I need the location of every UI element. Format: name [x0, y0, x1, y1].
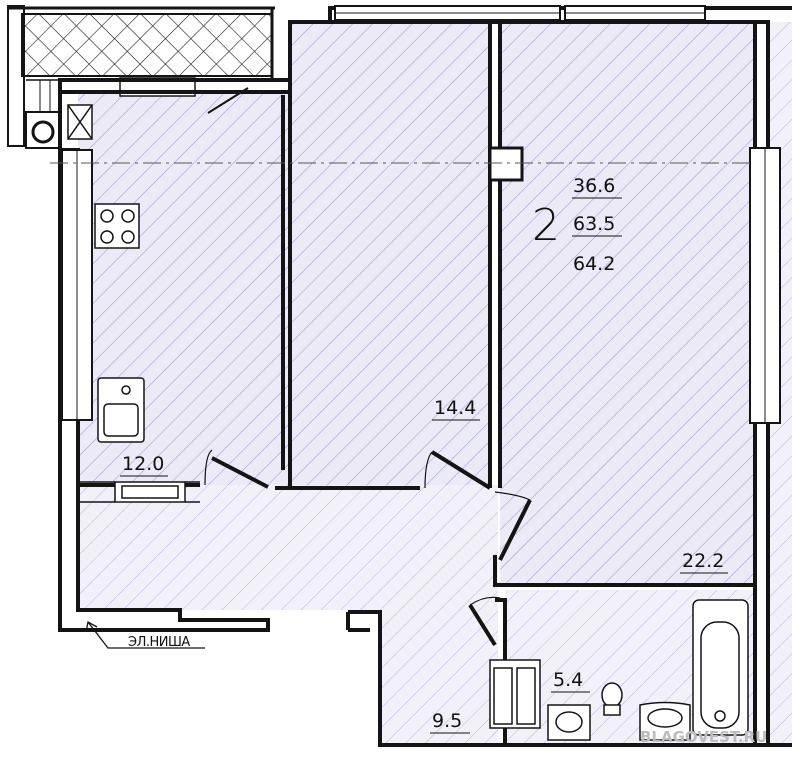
walls	[58, 6, 792, 747]
kitchen-area-label: 12.0	[122, 453, 164, 475]
windows	[61, 5, 781, 424]
watermark: BLAGOVEST.RU	[640, 728, 767, 746]
balcony-cross-hatch	[21, 13, 273, 77]
vent-icon	[67, 104, 93, 140]
apartment-number: 2	[532, 200, 560, 251]
room-large-left-lower	[493, 555, 755, 587]
doors	[204, 449, 532, 647]
room-small-area-label: 14.4	[434, 397, 476, 419]
hall-lower-fill	[380, 585, 498, 745]
kitchen-door	[211, 456, 269, 489]
total-with-balcony-label: 64.2	[573, 253, 615, 275]
sink-icon	[97, 377, 145, 443]
balcony-rail-left	[7, 5, 25, 147]
radiator-icon	[78, 481, 200, 503]
niche-label: ЭЛ.НИША	[128, 635, 190, 650]
hall-area-label: 9.5	[432, 710, 462, 732]
room-small-fill	[290, 22, 490, 488]
column	[488, 146, 524, 182]
niche-arrow	[85, 620, 205, 649]
washbasin-icon	[639, 701, 691, 741]
total-area-label: 63.5	[573, 213, 615, 235]
room-large-door	[498, 499, 532, 561]
bathtub-icon	[692, 599, 749, 736]
toilet-icon	[547, 704, 591, 741]
washing-machine-icon	[489, 659, 541, 729]
room-large-fill	[500, 22, 755, 585]
boiler-icon	[31, 120, 55, 144]
bath-door	[468, 603, 497, 647]
room-large-area-label: 22.2	[682, 550, 724, 572]
living-area-label: 36.6	[573, 175, 615, 197]
room-small-door	[430, 450, 492, 490]
hall-bottom-wall	[348, 610, 792, 747]
bidet-icon	[601, 682, 623, 716]
bathroom-area-label: 5.4	[553, 669, 583, 691]
stove-icon	[94, 203, 140, 249]
fixtures	[67, 104, 749, 741]
